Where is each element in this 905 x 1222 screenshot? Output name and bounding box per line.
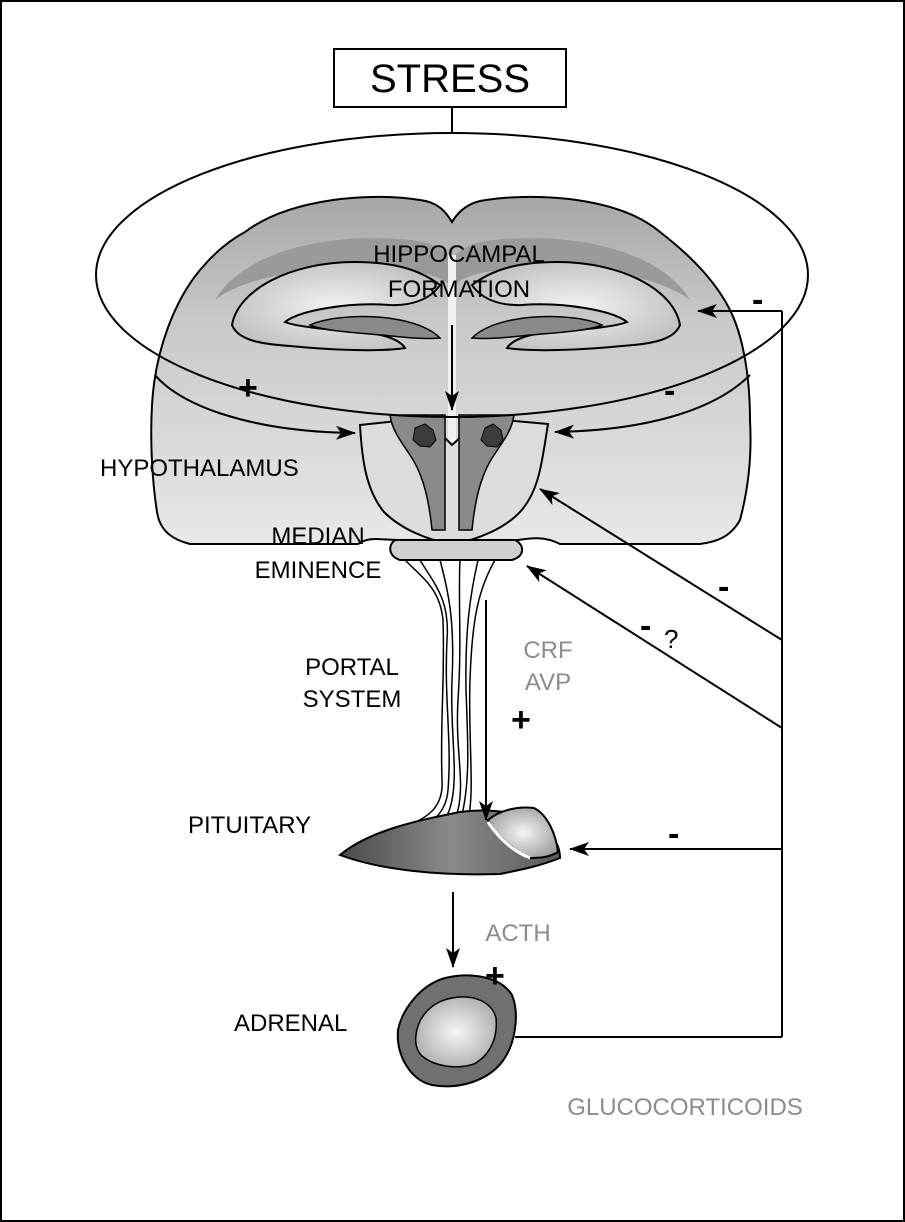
minus-median-eminence-feedback-sign: - bbox=[640, 607, 651, 645]
pituitary-label: PITUITARY bbox=[188, 812, 311, 839]
median-eminence bbox=[390, 540, 522, 560]
stress-label: STRESS bbox=[370, 57, 530, 101]
portal-vessels bbox=[395, 560, 495, 850]
glucocorticoids-label: GLUCOCORTICOIDS bbox=[567, 1094, 803, 1121]
median-eminence-label-2: EMINENCE bbox=[255, 557, 382, 584]
minus-hypothalamus-feedback-sign: - bbox=[718, 568, 729, 606]
adrenal-label: ADRENAL bbox=[234, 1010, 347, 1037]
acth-label: ACTH bbox=[485, 920, 550, 947]
portal-label-2: SYSTEM bbox=[303, 686, 402, 713]
minus-pituitary-feedback-sign: - bbox=[668, 815, 679, 853]
plus-acth-sign: + bbox=[485, 957, 505, 995]
hippocampal-label-1: HIPPOCAMPAL bbox=[373, 241, 545, 268]
hippocampal-label-2: FORMATION bbox=[388, 276, 530, 303]
hypothalamus-label: HYPOTHALAMUS bbox=[100, 455, 299, 482]
pituitary-gland bbox=[340, 808, 560, 875]
stress-box: STRESS bbox=[334, 49, 566, 107]
avp-label: AVP bbox=[525, 669, 571, 696]
plus-stress-sign: + bbox=[238, 369, 258, 407]
minus-stress-sign: - bbox=[664, 372, 675, 410]
crf-label: CRF bbox=[523, 637, 572, 664]
query-median-eminence-feedback: ? bbox=[664, 624, 678, 654]
plus-crf-sign: + bbox=[511, 701, 531, 739]
portal-label-1: PORTAL bbox=[305, 654, 399, 681]
median-eminence-label-1: MEDIAN bbox=[271, 523, 364, 550]
minus-hippocampus-feedback-sign: - bbox=[752, 281, 763, 319]
